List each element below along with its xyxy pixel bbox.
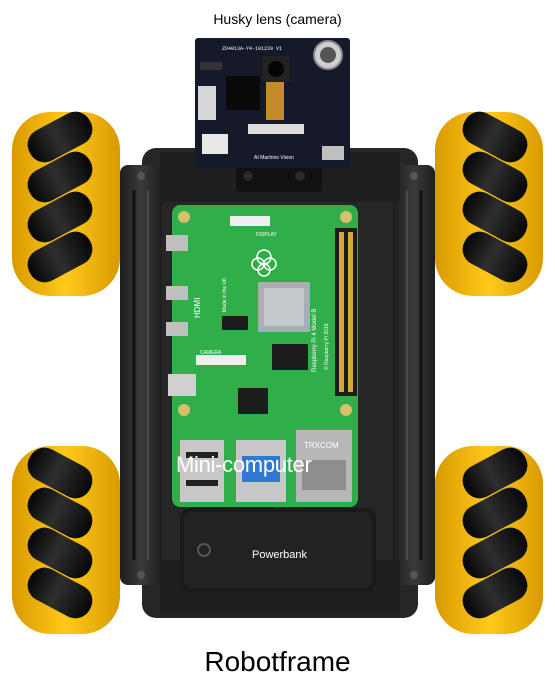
wheel-icon bbox=[435, 446, 543, 634]
raspberry-pi-board: Raspberry Pi 4 Model B © Raspberry Pi 20… bbox=[166, 205, 358, 507]
wheel-icon bbox=[12, 446, 120, 634]
powerbank-label: Powerbank bbox=[252, 549, 308, 561]
camera-silkscreen-bottom: AI Machine Vision bbox=[254, 155, 294, 161]
board-made-in-text: Made in the UK bbox=[222, 277, 228, 312]
camera-silkscreen-top: ZD4013A-Y4-191229 V1 bbox=[222, 46, 282, 52]
wheel-icon bbox=[12, 111, 120, 296]
gpio-pins bbox=[339, 232, 353, 392]
camera-label: Husky lens (camera) bbox=[213, 11, 342, 27]
board-copyright-text: © Raspberry Pi 2019 bbox=[323, 323, 330, 370]
board-display-text: DISPLAY bbox=[256, 232, 277, 238]
board-hdmi-text: HDMI bbox=[193, 298, 202, 318]
board-model-text: Raspberry Pi 4 Model B bbox=[312, 309, 318, 372]
husky-lens-camera: ZD4013A-Y4-191229 V1 AI Machine Vision bbox=[195, 38, 350, 168]
board-camera-text: CAMERA bbox=[200, 350, 222, 356]
robotframe-label: Robotframe bbox=[204, 646, 351, 677]
mini-computer-label: Mini-computer bbox=[176, 452, 312, 477]
wheel-icon bbox=[435, 111, 543, 296]
ethernet-brand-text: TRXCOM bbox=[304, 441, 339, 450]
raspberry-logo-icon bbox=[251, 249, 277, 277]
powerbank bbox=[180, 508, 376, 592]
